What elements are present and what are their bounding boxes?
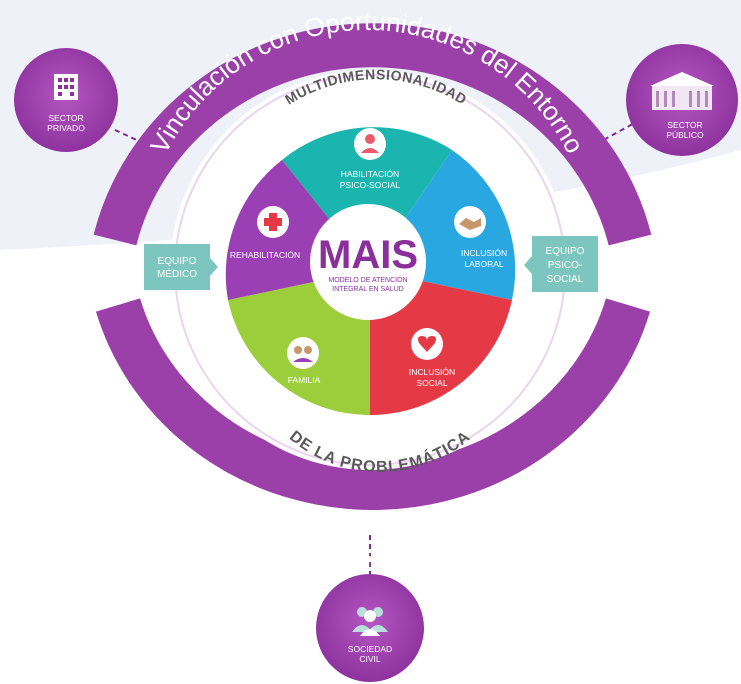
segment-familia-label: FAMILIA (288, 375, 321, 385)
segment-habilitacion (282, 127, 452, 270)
handshake-icon (454, 206, 486, 238)
equipo-psicosocial-line2: PSICO- (548, 260, 582, 271)
sector-publico-bubble: SECTOR PÚBLICO (626, 44, 738, 156)
connector-privado (114, 129, 181, 161)
outer-ring-top (93, 23, 652, 246)
equipo-medico-line2: MÉDICO (157, 267, 197, 280)
government-building-icon (650, 72, 714, 110)
person-icon (354, 128, 386, 160)
center-subtitle-2: INTEGRAL EN SALUD (332, 286, 404, 293)
segment-inclusion-social-label-1: INCLUSIÓN (409, 367, 455, 377)
sector-privado-line1: SECTOR (48, 113, 83, 123)
segment-habilitacion-label-1: HABILITACIÓN (341, 169, 399, 179)
family-icon (287, 337, 319, 369)
equipo-psicosocial-box: EQUIPO PSICO- SOCIAL (524, 236, 598, 292)
center-subtitle-1: MODELO DE ATENCIÓN (328, 275, 407, 284)
people-icon (352, 607, 388, 636)
sector-privado-bubble: SECTOR PRIVADO (14, 48, 118, 152)
sector-privado-line2: PRIVADO (47, 123, 85, 133)
equipo-medico-box: EQUIPO MÉDICO (144, 244, 218, 290)
equipo-medico-line1: EQUIPO (158, 256, 197, 267)
segment-inclusion-laboral-label-2: LABORAL (464, 259, 503, 269)
sector-publico-line1: SECTOR (667, 120, 702, 130)
connector-publico (584, 119, 641, 151)
segment-habilitacion-label-2: PSICO-SOCIAL (340, 180, 401, 190)
medical-cross-icon (257, 206, 289, 238)
sector-publico-line2: PÚBLICO (666, 130, 704, 140)
segment-rehabilitacion-label: REHABILITACIÓN (230, 250, 300, 260)
center-title: MAIS (318, 233, 418, 277)
segment-inclusion-laboral-label-1: INCLUSIÓN (461, 248, 507, 258)
sociedad-civil-line1: SOCIEDAD (348, 644, 392, 654)
heart-hands-icon (411, 328, 443, 360)
outer-ring-bottom (95, 298, 651, 510)
center-circle (310, 204, 426, 320)
segment-inclusion-social-label-2: SOCIAL (416, 378, 447, 388)
building-icon (54, 74, 78, 100)
equipo-psicosocial-line1: EQUIPO (546, 246, 585, 257)
sociedad-civil-line2: CIVIL (359, 654, 381, 664)
sociedad-civil-bubble: SOCIEDAD CIVIL (316, 574, 424, 682)
equipo-psicosocial-line3: SOCIAL (547, 274, 584, 285)
